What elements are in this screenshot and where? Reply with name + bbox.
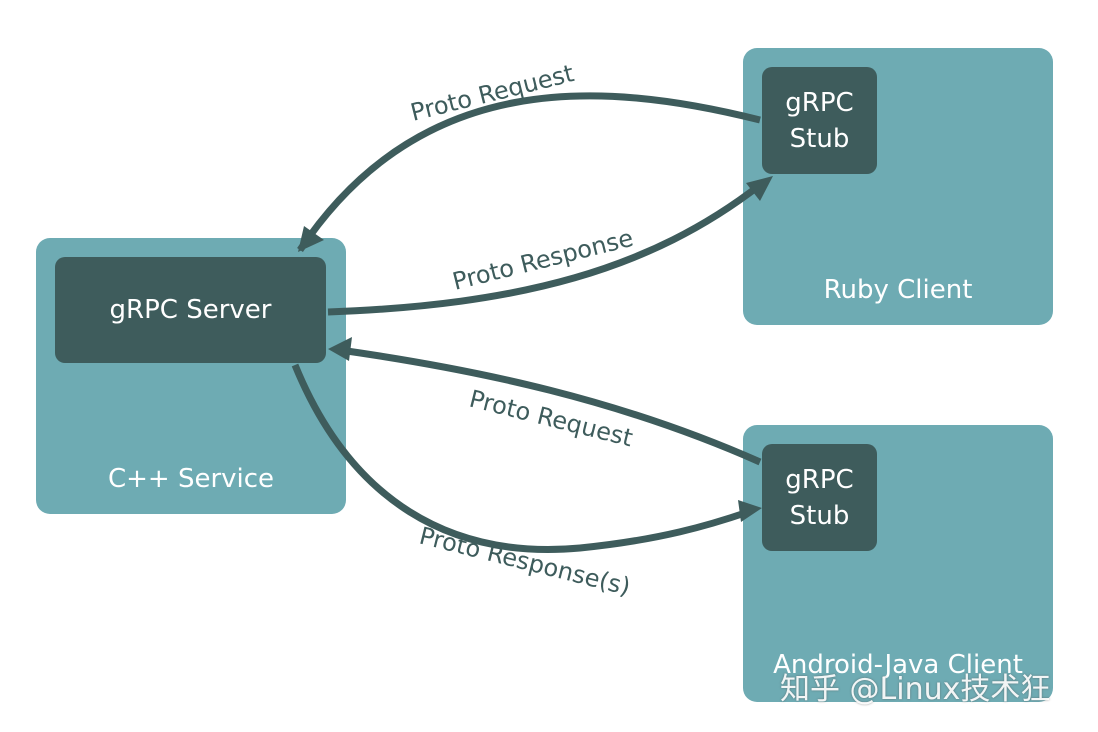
android-request-arrow xyxy=(339,346,762,466)
android-request-label: Proto Request xyxy=(467,385,636,453)
ruby-client-label: Ruby Client xyxy=(823,275,973,305)
android-response-label: Proto Response(s) xyxy=(417,522,634,601)
grpc-server-box: gRPC Server xyxy=(55,257,326,363)
ruby-response-arrowhead xyxy=(746,176,773,201)
ruby-request-arrowhead xyxy=(298,226,324,252)
grpc-server-label: gRPC Server xyxy=(109,295,272,325)
ruby-request-label: Proto Request xyxy=(408,59,577,127)
android-client-label: Android-Java Client xyxy=(773,650,1023,680)
android-request-arrowhead xyxy=(328,337,352,361)
ruby-response-arrow xyxy=(327,182,763,316)
android-response-arrow xyxy=(291,363,750,553)
android-stub-box: gRPC Stub xyxy=(762,444,877,551)
cpp-service-label: C++ Service xyxy=(107,464,275,494)
ruby-request-arrow xyxy=(297,92,761,252)
watermark: 知乎 @Linux技术狂 xyxy=(780,672,1051,707)
ruby-stub-label: gRPC Stub xyxy=(785,87,854,154)
android-stub-label: gRPC Stub xyxy=(785,464,854,531)
android-response-arrowhead xyxy=(738,500,762,522)
ruby-stub-box: gRPC Stub xyxy=(762,67,877,174)
